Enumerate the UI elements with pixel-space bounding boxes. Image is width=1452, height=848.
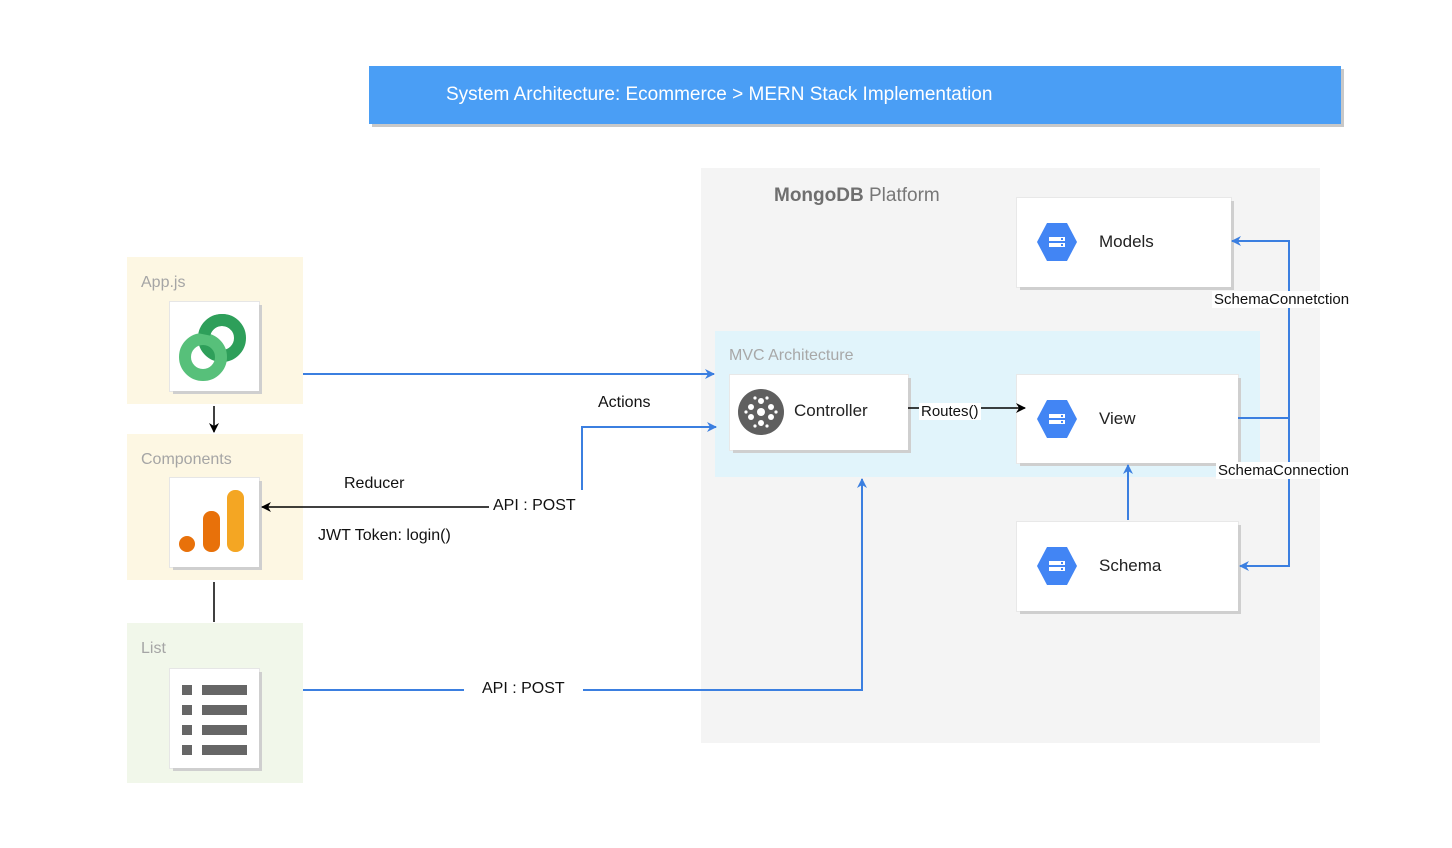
bar-chart-icon	[179, 490, 244, 552]
schema-label: Schema	[1099, 556, 1162, 575]
database-hexagon-icon	[1037, 400, 1077, 438]
schema-connection-top-label: SchemaConnetction	[1212, 291, 1352, 308]
platform-name-rest: Platform	[863, 185, 940, 206]
cluster-dots-icon	[738, 389, 784, 435]
database-hexagon-icon	[1037, 547, 1077, 585]
list-icon	[182, 685, 247, 755]
linked-rings-icon	[179, 314, 246, 381]
components-icon-card	[170, 478, 259, 567]
edge-list-to-controller	[303, 478, 867, 691]
models-label: Models	[1099, 232, 1154, 251]
api-post-top-label: API : POST	[491, 497, 578, 515]
list-icon-card	[170, 669, 259, 768]
actions-label: Actions	[598, 394, 651, 411]
controller-label: Controller	[794, 401, 868, 420]
diagram-title: System Architecture: Ecommerce > MERN St…	[446, 84, 993, 105]
view-label: View	[1099, 409, 1136, 428]
edge-view-to-schema	[1239, 418, 1290, 571]
components-label: Components	[141, 451, 232, 468]
reducer-label: Reducer	[344, 475, 405, 492]
edge-view-to-models	[1231, 236, 1290, 419]
title-bar	[369, 66, 1341, 124]
mvc-architecture-label: MVC Architecture	[729, 347, 854, 364]
list-label: List	[141, 640, 166, 657]
edge-actions	[581, 422, 717, 490]
routes-label: Routes()	[919, 403, 981, 420]
appjs-icon-card	[170, 302, 259, 391]
platform-name-bold: MongoDB	[774, 185, 864, 206]
mongodb-platform-label: MongoDB Platform	[774, 185, 940, 207]
jwt-token-label: JWT Token: login()	[318, 527, 451, 544]
api-post-bottom-label: API : POST	[464, 680, 583, 698]
database-hexagon-icon	[1037, 223, 1077, 261]
schema-connection-mid-label: SchemaConnection	[1216, 462, 1351, 479]
appjs-label: App.js	[141, 274, 186, 291]
